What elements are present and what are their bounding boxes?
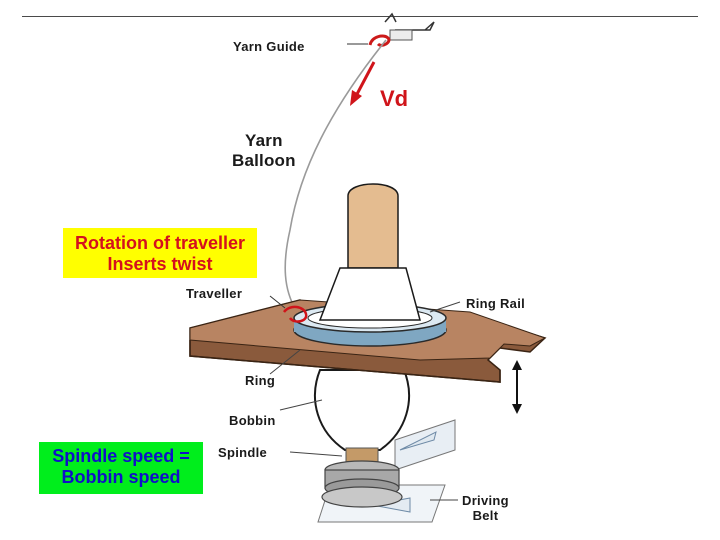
traveller-mark	[269, 295, 308, 323]
label-yarn-guide: Yarn Guide	[233, 39, 305, 54]
spindle-drawing	[321, 447, 403, 508]
bobbin-tube	[318, 183, 421, 321]
leader-lines	[269, 301, 461, 501]
label-driving-belt: Driving Belt	[462, 493, 509, 523]
rail-motion-arrow	[512, 360, 522, 414]
vd-arrow	[350, 61, 376, 106]
label-spindle: Spindle	[218, 445, 268, 460]
bobbin-lower	[314, 369, 411, 451]
label-traveller: Traveller	[186, 286, 243, 301]
label-ring: Ring	[245, 373, 276, 388]
top-rule	[22, 16, 698, 17]
label-bobbin: Bobbin	[229, 413, 276, 428]
yarn-line	[284, 39, 387, 311]
callout-rotation-of-traveller: Rotation of traveller Inserts twist	[63, 228, 257, 278]
label-yarn-balloon: Yarn Balloon	[232, 131, 296, 170]
label-vd: Vd	[380, 86, 409, 111]
callout-spindle-speed: Spindle speed = Bobbin speed	[39, 442, 203, 494]
label-ring-rail: Ring Rail	[466, 296, 526, 311]
yarn-guide-drawing	[347, 12, 435, 47]
